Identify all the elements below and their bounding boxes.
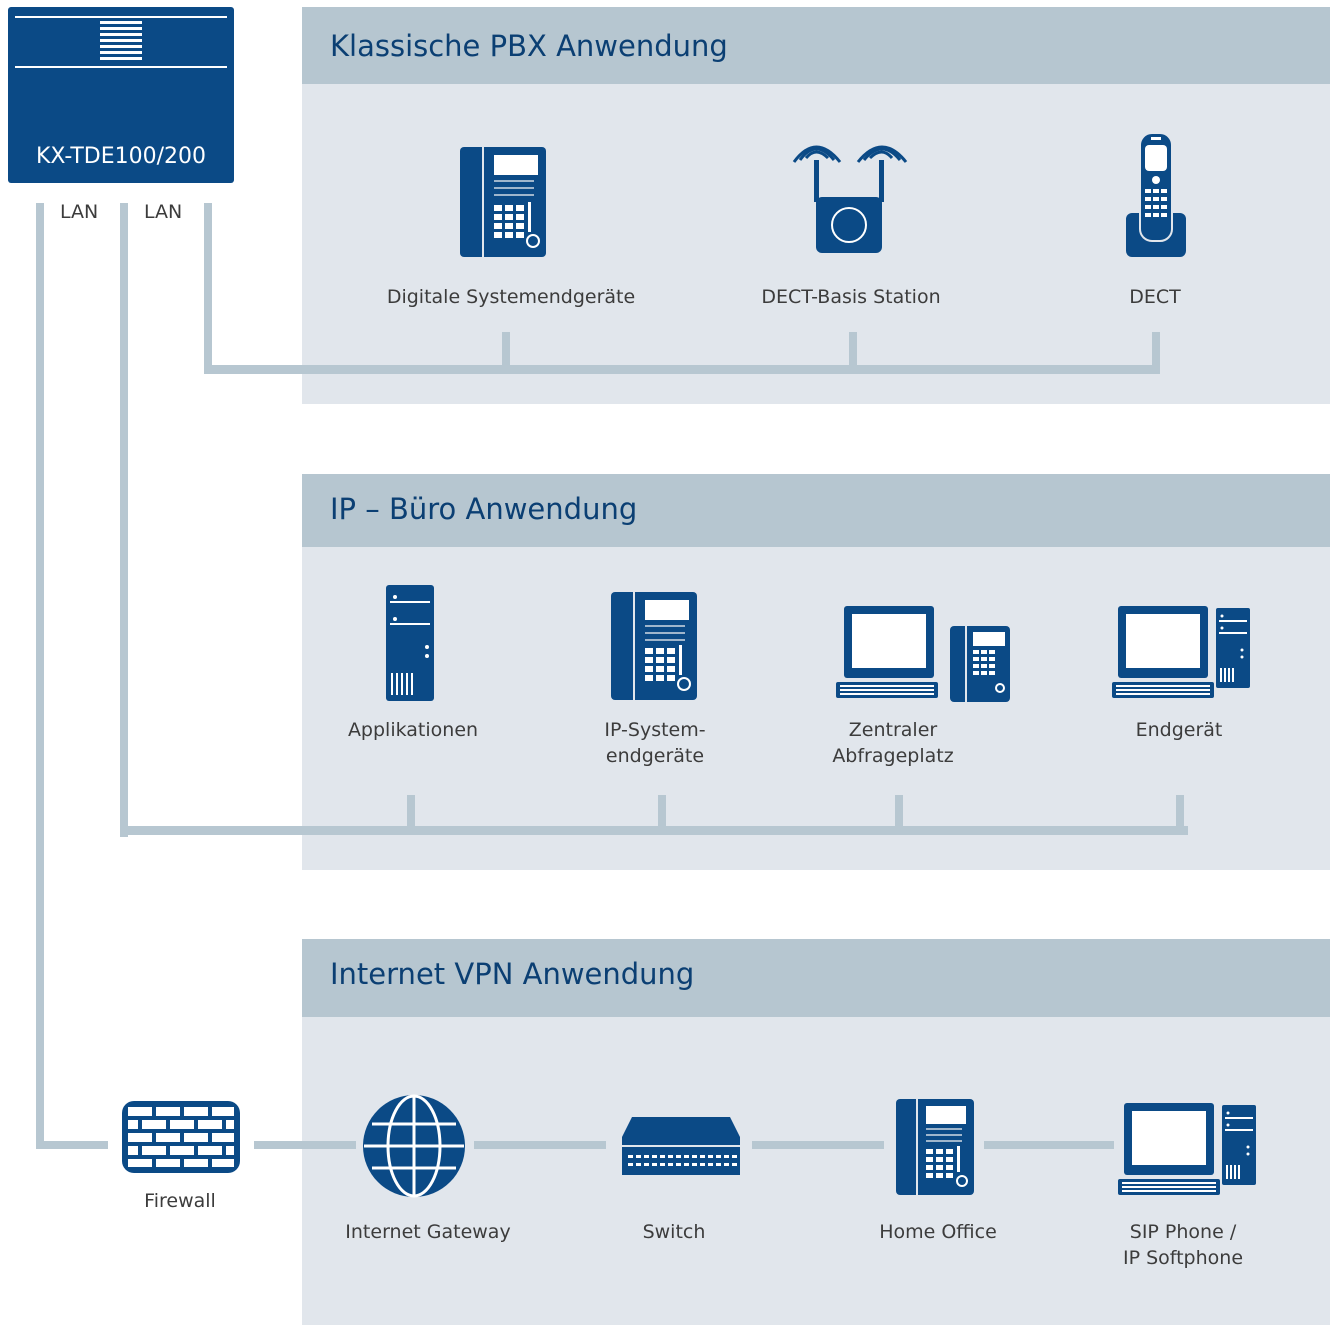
section-header bbox=[302, 7, 1330, 84]
dect-base-station-icon bbox=[792, 145, 908, 253]
pbx-device: KX-TDE100/200 bbox=[8, 7, 234, 183]
device-label: Zentraler Abfrageplatz bbox=[832, 719, 954, 767]
device-label: Digitale Systemendgeräte bbox=[386, 286, 636, 308]
device-divider bbox=[15, 16, 227, 18]
server-tower-icon bbox=[386, 585, 434, 701]
desk-phone-icon bbox=[611, 592, 697, 700]
device-label: SIP Phone / IP Softphone bbox=[1122, 1221, 1244, 1269]
device-name: KX-TDE100/200 bbox=[36, 144, 206, 169]
section-header bbox=[302, 474, 1330, 547]
connector-line bbox=[120, 203, 128, 837]
device-vent-icon bbox=[100, 21, 142, 60]
section-header bbox=[302, 939, 1330, 1017]
connector-line bbox=[752, 1141, 884, 1149]
connector-line bbox=[120, 826, 1188, 835]
desk-phone-icon bbox=[460, 147, 546, 257]
dect-handset-icon bbox=[1126, 132, 1186, 257]
connector-line bbox=[36, 203, 44, 1148]
device-label: Internet Gateway bbox=[345, 1221, 511, 1243]
connector-line bbox=[1152, 332, 1160, 370]
connector-line bbox=[502, 332, 510, 370]
connector-line bbox=[1176, 795, 1184, 831]
device-label: DECT-Basis Station bbox=[761, 286, 941, 308]
connector-line bbox=[407, 795, 415, 831]
section-title: Klassische PBX Anwendung bbox=[330, 29, 728, 63]
device-label: IP-System- endgeräte bbox=[604, 719, 706, 767]
section-title: IP – Büro Anwendung bbox=[330, 492, 638, 526]
device-label: Applikationen bbox=[347, 719, 479, 741]
desktop-computer-icon bbox=[1118, 1103, 1256, 1195]
lan-port-label: LAN bbox=[60, 201, 99, 223]
section-title: Internet VPN Anwendung bbox=[330, 957, 695, 991]
connector-line bbox=[895, 795, 903, 831]
network-switch-icon bbox=[622, 1117, 740, 1175]
lan-port-label: LAN bbox=[144, 201, 183, 223]
device-label: Switch bbox=[642, 1221, 706, 1243]
connector-line bbox=[254, 1141, 356, 1149]
device-label: Endgerät bbox=[1135, 719, 1223, 741]
globe-icon bbox=[363, 1094, 465, 1198]
connector-line bbox=[849, 332, 857, 370]
device-label: DECT bbox=[1129, 286, 1181, 308]
firewall-label: Firewall bbox=[144, 1190, 216, 1212]
device-divider bbox=[15, 66, 227, 68]
connector-line bbox=[36, 1141, 108, 1149]
connector-line bbox=[658, 795, 666, 831]
device-label: Home Office bbox=[879, 1221, 997, 1243]
firewall-icon bbox=[122, 1101, 240, 1173]
desk-phone-icon bbox=[896, 1099, 974, 1195]
monitor-and-phone-icon bbox=[836, 606, 1010, 702]
connector-line bbox=[474, 1141, 606, 1149]
connector-line bbox=[204, 365, 1160, 374]
connector-line bbox=[984, 1141, 1114, 1149]
connector-line bbox=[204, 203, 212, 374]
desktop-computer-icon bbox=[1112, 606, 1250, 698]
